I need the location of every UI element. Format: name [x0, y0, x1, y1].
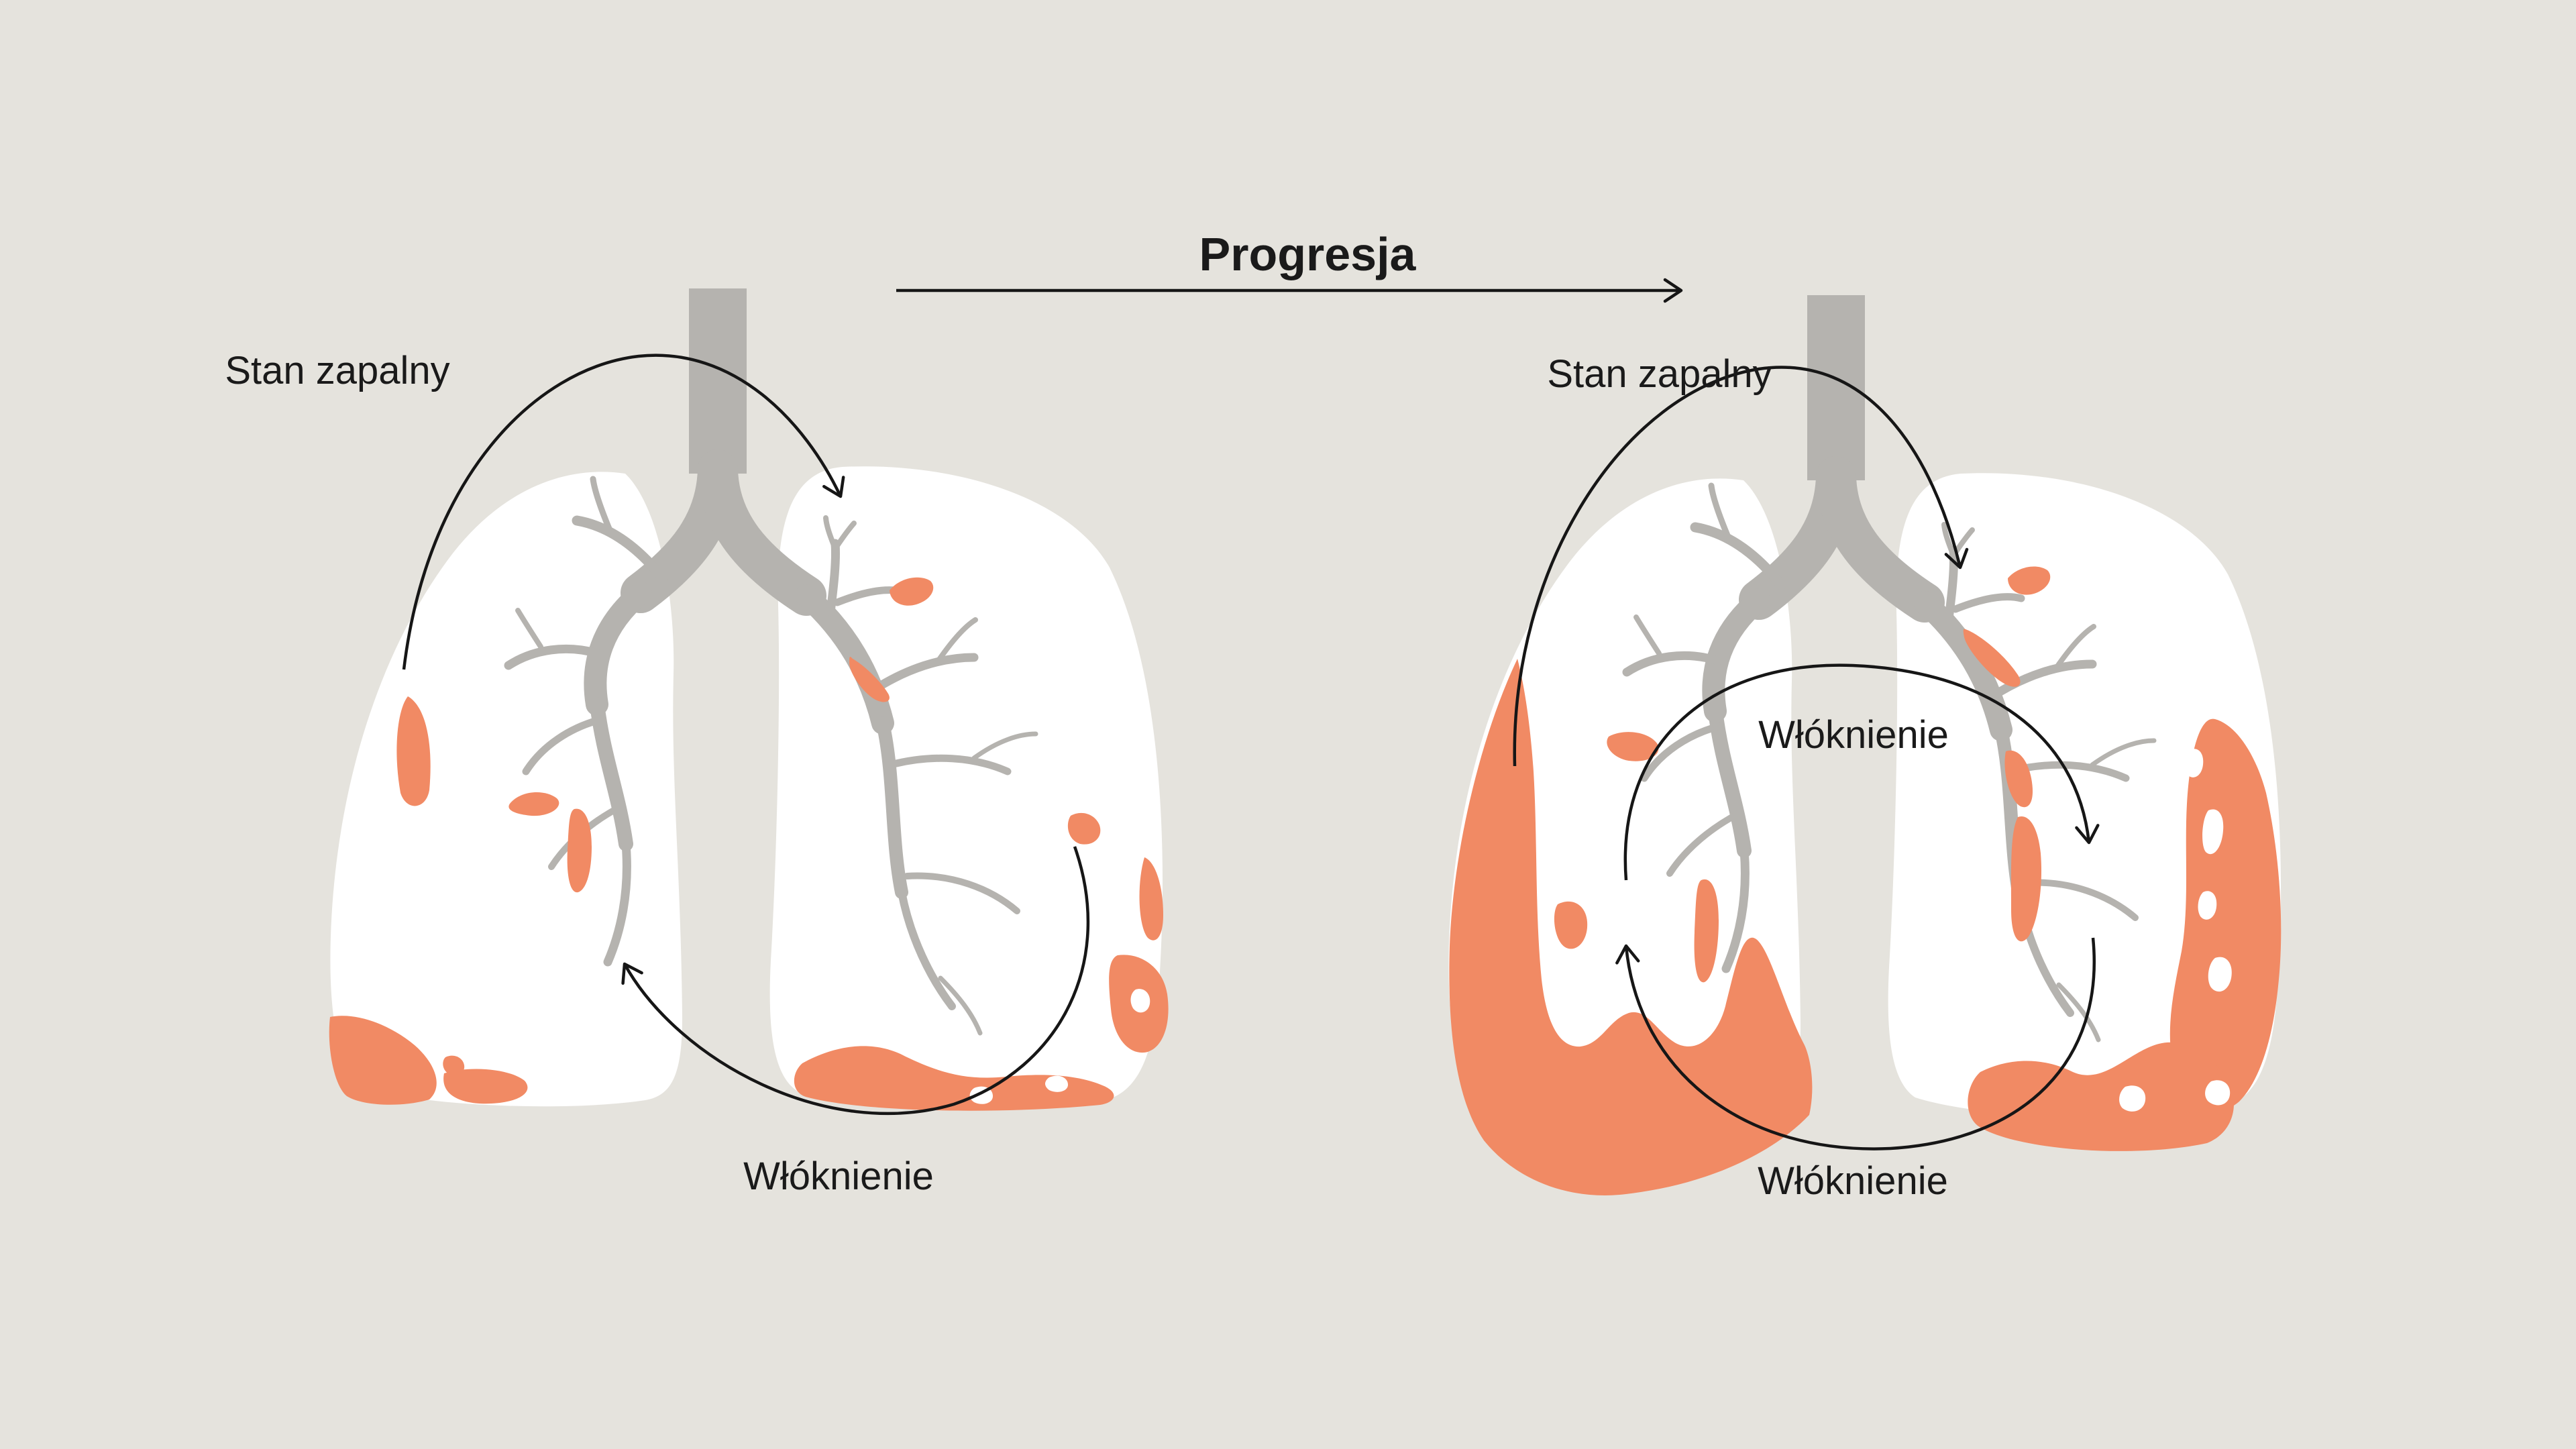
patch-hole — [2119, 1085, 2146, 1112]
progression-header: Progresja — [896, 228, 1683, 303]
fibrosis-patches-advanced — [1449, 566, 2282, 1195]
lesion-patch — [1067, 812, 1101, 845]
patch-highlights-advanced — [2119, 749, 2232, 1112]
lesion-patch — [2004, 750, 2033, 808]
lesion-patch — [329, 1016, 437, 1105]
fibrosis-arrow — [621, 846, 1090, 1116]
lesion-region — [2169, 718, 2282, 1112]
patch-hole — [1130, 989, 1150, 1013]
annotation-arrows-early — [402, 354, 1090, 1116]
fibrosis-cycle-arrow-top — [1623, 663, 2100, 881]
annotation-arrows-advanced — [1513, 366, 2100, 1150]
early-stage-panel: Stan zapalny Włóknienie — [225, 288, 1168, 1198]
labels-early: Stan zapalny Włóknienie — [225, 349, 934, 1198]
lesion-patch — [1139, 857, 1163, 941]
lesion-patch — [443, 1069, 528, 1104]
inflammation-arrow — [402, 354, 845, 670]
fibrosis-label: Włóknienie — [743, 1155, 934, 1198]
patch-hole — [2184, 749, 2204, 777]
inflammation-patches-early — [329, 577, 1169, 1111]
inflammation-label: Stan zapalny — [225, 349, 449, 392]
lesion-patch — [890, 577, 934, 606]
advanced-stage-panel: Stan zapalny Włóknienie Włóknienie — [1448, 295, 2281, 1203]
inflammation-arrow — [1513, 366, 1969, 767]
lesion-patch — [1694, 879, 1719, 983]
lesion-patch — [1554, 901, 1588, 949]
patch-hole — [2205, 1080, 2231, 1106]
labels-advanced: Stan zapalny Włóknienie Włóknienie — [1547, 352, 1949, 1203]
lesion-patch — [1963, 629, 2021, 687]
lesion-patch — [794, 1046, 1114, 1111]
lesion-patch — [849, 657, 890, 702]
inflammation-label: Stan zapalny — [1547, 352, 1772, 396]
lesion-patch — [396, 696, 431, 806]
fibrosis-bottom-label: Włóknienie — [1758, 1159, 1948, 1203]
patch-highlights-early — [969, 989, 1150, 1104]
lesion-patch — [1607, 732, 1659, 761]
fibrosis-cycle-arrow-bottom — [1615, 937, 2096, 1150]
patch-hole — [2208, 957, 2232, 992]
fibrosis-center-label: Włóknienie — [1758, 713, 1949, 757]
lesion-patch — [508, 792, 559, 816]
patch-hole — [1045, 1075, 1068, 1092]
patch-hole — [2198, 891, 2217, 920]
lesion-patch — [2010, 816, 2042, 942]
lesion-patch — [2008, 566, 2051, 595]
lesion-patch — [567, 808, 592, 893]
patch-hole — [2202, 809, 2224, 855]
lesion-region — [1449, 659, 1813, 1195]
lesion-region — [1968, 1042, 2234, 1151]
page-title: Progresja — [1199, 228, 1417, 280]
